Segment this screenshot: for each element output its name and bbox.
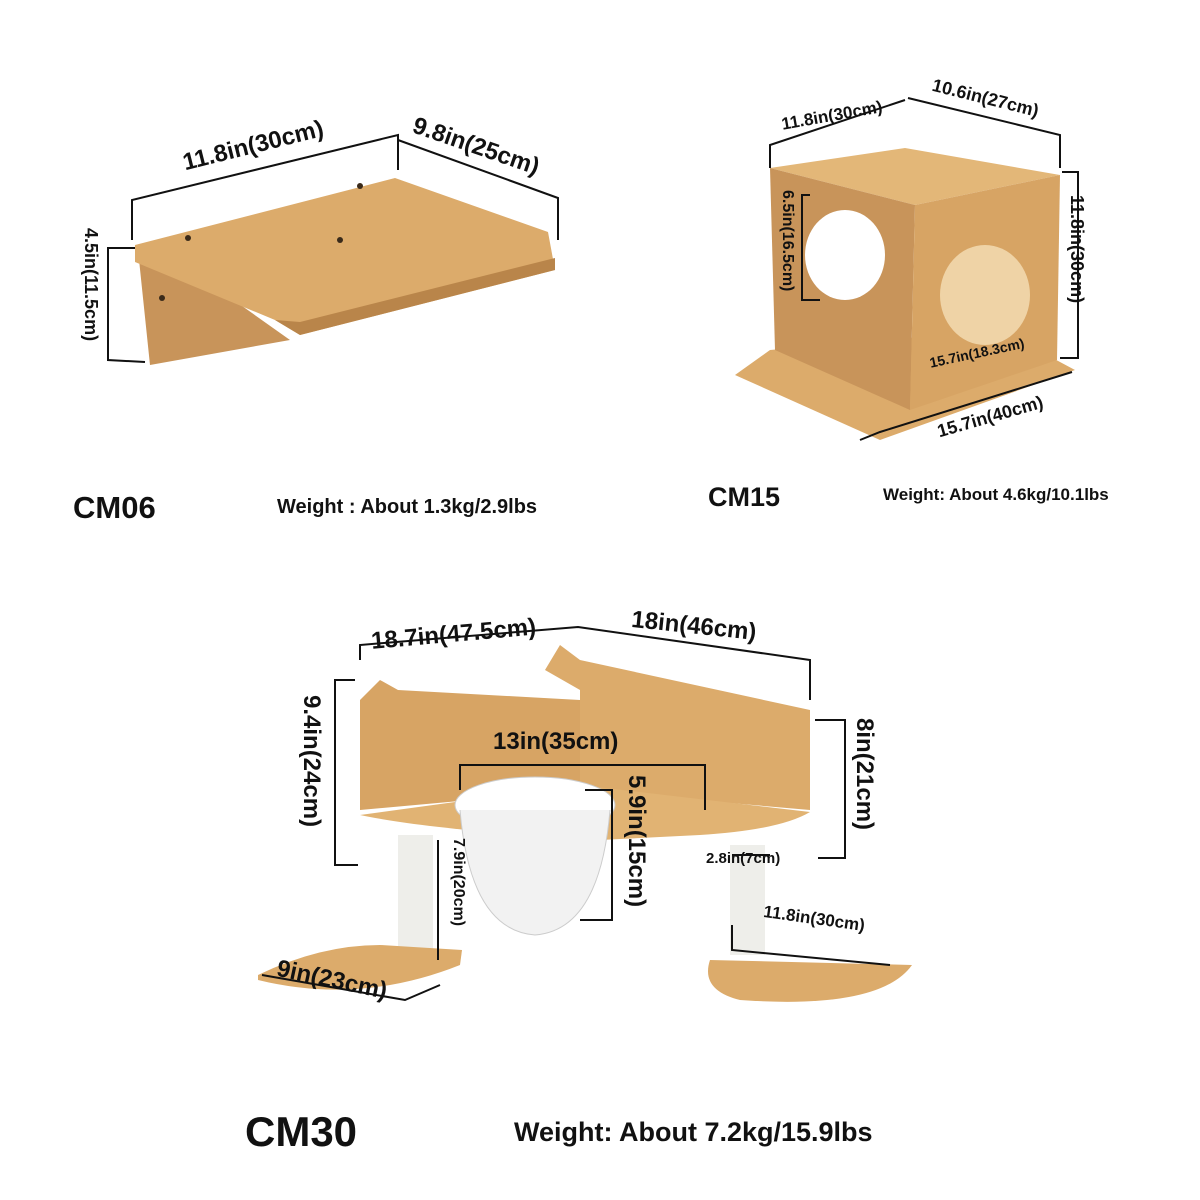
cm06-weight: Weight : About 1.3kg/2.9lbs: [277, 496, 538, 518]
cm30-right-height-label: 8in(21cm): [851, 718, 878, 831]
cm30-left-height-label: 9.4in(24cm): [298, 695, 325, 828]
cm06-shelf-illustration: [107, 133, 559, 365]
cm15-height-label: 11.8in(30cm): [1067, 195, 1087, 304]
cm30-bowl-depth-label: 5.9in(15cm): [623, 775, 650, 908]
cm15-hole-height-label: 6.5in(16.5cm): [779, 190, 796, 292]
cm15-cube-illustration: [735, 97, 1079, 441]
cm15-model-name: CM15: [708, 482, 781, 512]
cm30-post-diameter-label: 2.8in(7cm): [706, 850, 781, 867]
cm30-post-height-label: 7.9in(20cm): [450, 838, 467, 927]
cm06-height-label: 4.5in(11.5cm): [81, 228, 101, 342]
cm15-weight: Weight: About 4.6kg/10.1lbs: [883, 485, 1109, 504]
cm30-bowl-diameter-label: 13in(35cm): [493, 728, 619, 755]
cm30-weight: Weight: About 7.2kg/15.9lbs: [514, 1117, 873, 1147]
cm06-model-name: CM06: [73, 490, 156, 525]
cm30-corner-illustration: [258, 625, 912, 1002]
cm30-model-name: CM30: [245, 1108, 358, 1155]
